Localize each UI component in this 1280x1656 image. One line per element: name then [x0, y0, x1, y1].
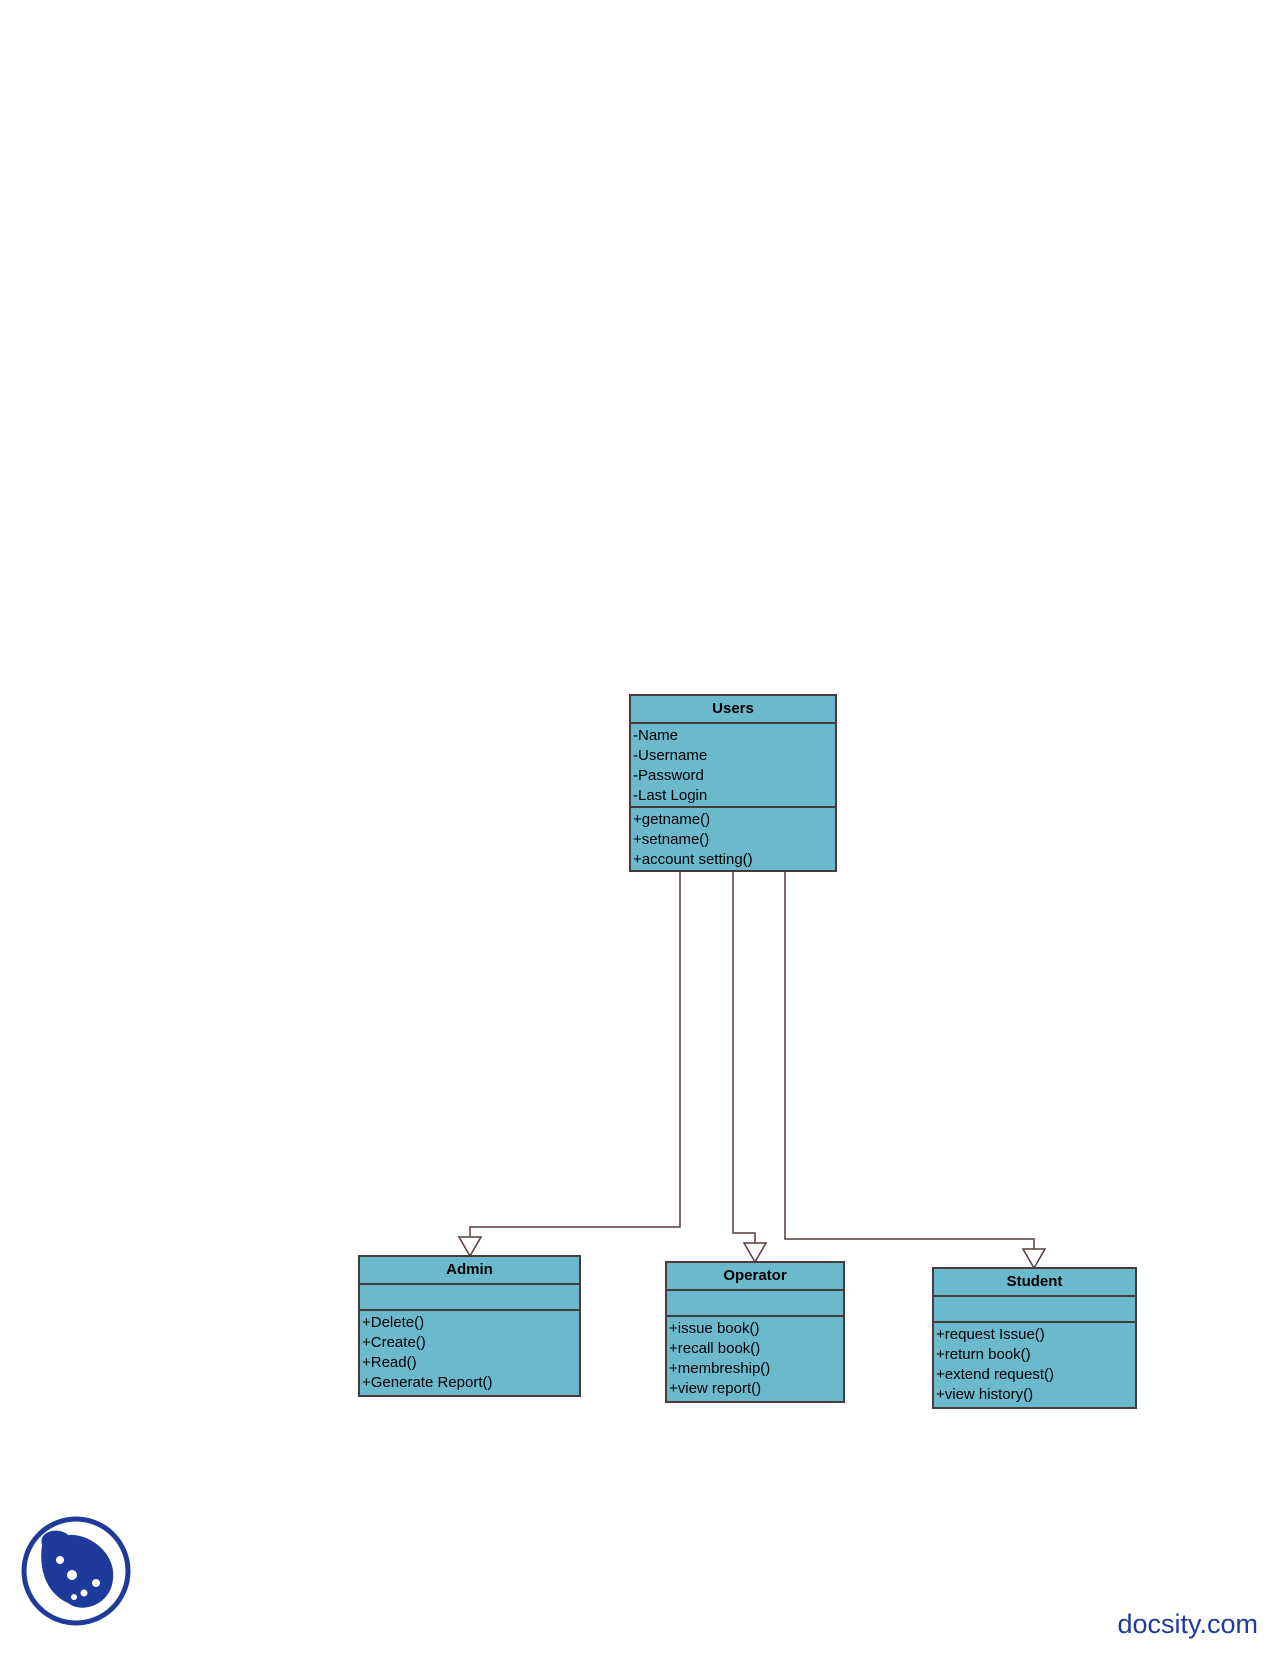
method: +Generate Report(): [362, 1374, 493, 1391]
student-to-users-connector: [784, 872, 1035, 1249]
operator-generalization-arrowhead: [742, 1242, 768, 1264]
method: +Read(): [362, 1354, 417, 1371]
method: +issue book(): [669, 1320, 760, 1337]
method: +account setting(): [633, 851, 753, 868]
docsity-watermark[interactable]: docsity.com: [1117, 1609, 1258, 1639]
class-student-name: Student: [934, 1269, 1135, 1297]
student-generalization-arrowhead: [1021, 1248, 1047, 1270]
class-operator: Operator +issue book() +recall book() +m…: [665, 1261, 845, 1403]
class-operator-methods: +issue book() +recall book() +membreship…: [667, 1317, 843, 1401]
method: +Create(): [362, 1334, 426, 1351]
class-student-attributes: [934, 1297, 1135, 1323]
class-student: Student +request Issue() +return book() …: [932, 1267, 1137, 1409]
operator-to-users-connector: [732, 872, 756, 1243]
attribute: -Last Login: [633, 787, 708, 804]
method: +recall book(): [669, 1340, 761, 1357]
class-student-methods: +request Issue() +return book() +extend …: [934, 1323, 1135, 1407]
attribute: -Password: [633, 767, 704, 784]
method: +view history(): [936, 1386, 1034, 1403]
method: +membreship(): [669, 1360, 771, 1377]
admin-generalization-arrowhead: [457, 1236, 483, 1258]
class-users-name: Users: [631, 696, 835, 724]
method: +return book(): [936, 1346, 1031, 1363]
class-admin-attributes: [360, 1285, 579, 1311]
attribute: -Username: [633, 747, 708, 764]
method: +view report(): [669, 1380, 762, 1397]
class-operator-attributes: [667, 1291, 843, 1317]
class-admin-name: Admin: [360, 1257, 579, 1285]
attribute: -Name: [633, 727, 679, 744]
class-users-methods: +getname() +setname() +account setting(): [631, 808, 835, 872]
class-admin: Admin +Delete() +Create() +Read() +Gener…: [358, 1255, 581, 1397]
method: +request Issue(): [936, 1326, 1045, 1343]
class-users-attributes: -Name -Username -Password -Last Login: [631, 724, 835, 808]
class-operator-name: Operator: [667, 1263, 843, 1291]
method: +Delete(): [362, 1314, 425, 1331]
method: +extend request(): [936, 1366, 1054, 1383]
admin-to-users-connector: [469, 872, 681, 1239]
class-users: Users -Name -Username -Password -Last Lo…: [629, 694, 837, 872]
class-admin-methods: +Delete() +Create() +Read() +Generate Re…: [360, 1311, 579, 1395]
method: +setname(): [633, 831, 710, 848]
docsity-logo-icon[interactable]: [20, 1515, 132, 1627]
method: +getname(): [633, 811, 711, 828]
